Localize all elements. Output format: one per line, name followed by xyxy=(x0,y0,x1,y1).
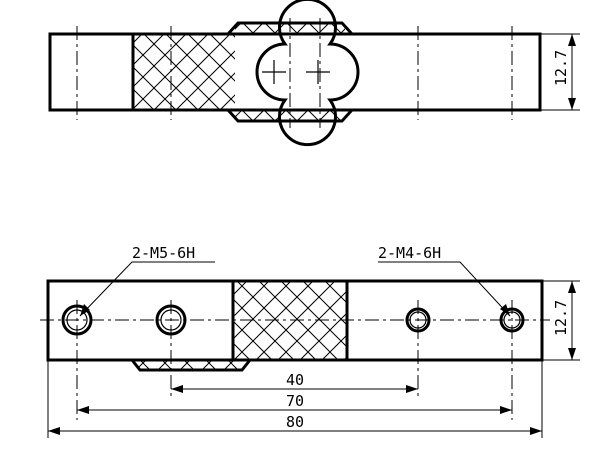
top-height-label: 12.7 xyxy=(552,50,570,86)
dim-label-70: 70 xyxy=(286,392,304,410)
top-body-outline xyxy=(48,32,542,112)
thread-label-m4: 2-M4-6H xyxy=(378,244,441,262)
front-view: 2-M5-6H 2-M4-6H 12.7 40 70 80 xyxy=(40,244,580,438)
front-bottom-strip-hatch xyxy=(138,360,244,370)
top-boss-lower-hatch xyxy=(235,110,345,121)
dim-label-80: 80 xyxy=(286,413,304,431)
dim-label-40: 40 xyxy=(286,371,304,389)
top-view: 12.7 xyxy=(48,0,580,147)
top-hatched-region xyxy=(133,34,235,110)
thread-label-m5: 2-M5-6H xyxy=(132,244,195,262)
front-height-label: 12.7 xyxy=(552,300,570,336)
top-double-hole xyxy=(255,0,360,147)
